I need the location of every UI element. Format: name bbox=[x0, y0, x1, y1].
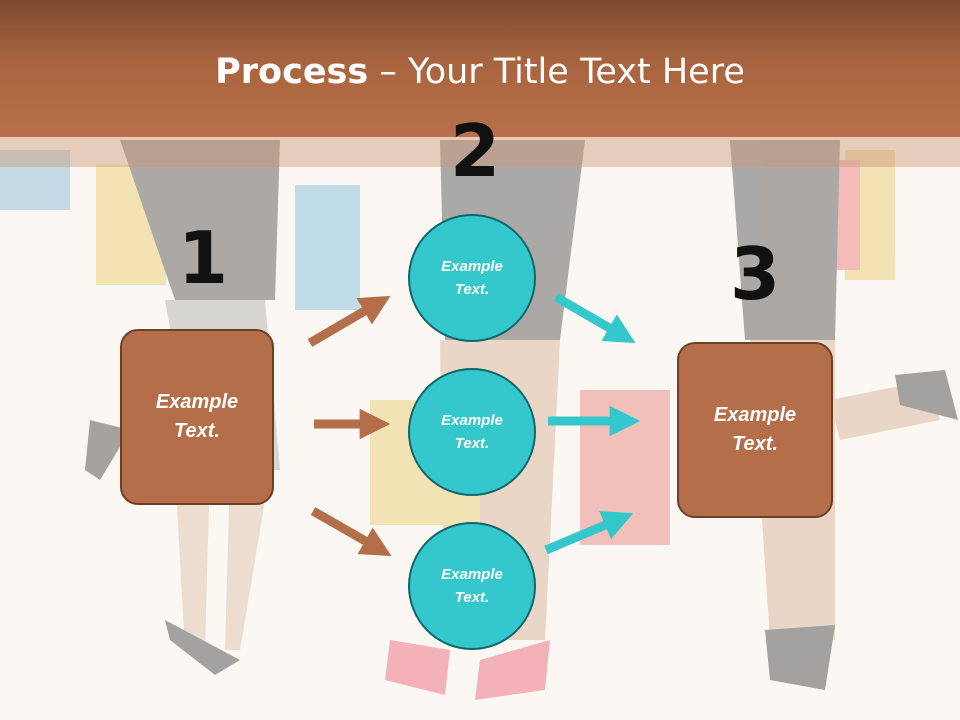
right-box: Example Text. bbox=[677, 342, 833, 518]
slide-title-rest: – Your Title Text Here bbox=[368, 52, 745, 92]
step-number-1: 1 bbox=[178, 216, 229, 300]
left-box-text: Example Text. bbox=[155, 391, 239, 442]
circle-2-text: Example Text. bbox=[441, 412, 503, 452]
arrow-from-circle-1 bbox=[553, 293, 636, 344]
arrow-to-circle-1 bbox=[307, 295, 391, 347]
step-number-3: 3 bbox=[730, 232, 781, 316]
slide-title-bold: Process bbox=[215, 52, 369, 92]
slide-title: Process – Your Title Text Here bbox=[0, 52, 960, 92]
arrow-to-circle-3 bbox=[310, 507, 392, 557]
title-bar bbox=[0, 0, 960, 137]
left-box: Example Text. bbox=[120, 329, 274, 505]
circle-1: Example Text. bbox=[408, 214, 536, 342]
title-bar-band bbox=[0, 137, 960, 167]
arrow-from-circle-3 bbox=[544, 511, 634, 555]
circle-3: Example Text. bbox=[408, 522, 536, 650]
step-number-2: 2 bbox=[450, 109, 501, 193]
circle-2: Example Text. bbox=[408, 368, 536, 496]
circle-3-text: Example Text. bbox=[441, 566, 503, 606]
circle-1-text: Example Text. bbox=[441, 258, 503, 298]
right-box-text: Example Text. bbox=[713, 404, 797, 455]
